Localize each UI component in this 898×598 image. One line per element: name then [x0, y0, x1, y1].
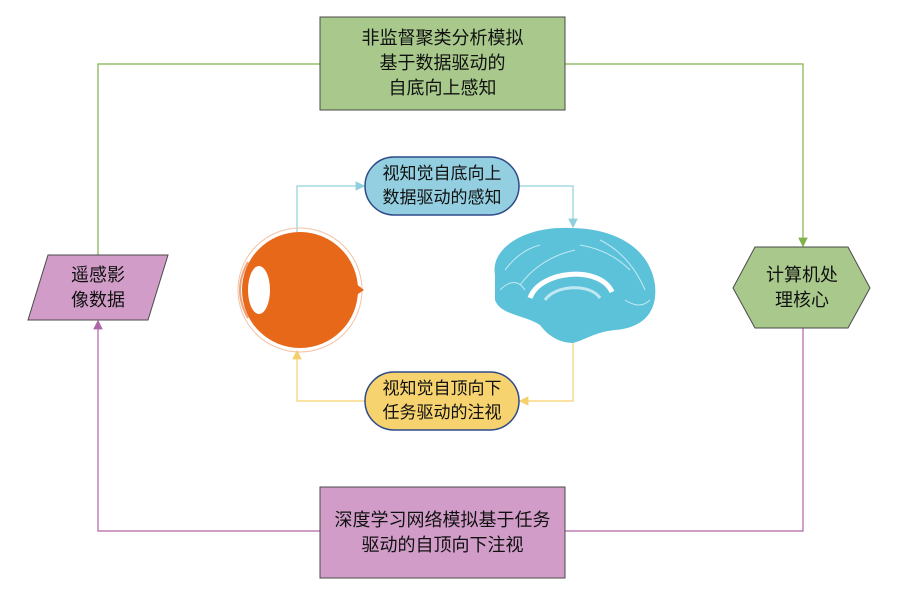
eye-icon [237, 227, 364, 353]
connector-top-right [565, 63, 808, 248]
bottom-box-label: 深度学习网络模拟基于任务 驱动的自顶向下注视 [334, 509, 551, 556]
computer-core-label: 计算机处 理核心 [766, 264, 838, 311]
top-pill-shape [364, 156, 520, 216]
connector-bottom-left [93, 319, 320, 532]
bottom-pill-shape [364, 371, 520, 431]
right-hexagon-shape [732, 246, 871, 329]
remote-sensing-data-label: 遥感影 像数据 [71, 264, 125, 311]
top-box-shape [319, 16, 566, 111]
bottom-box-shape [319, 486, 566, 579]
connector-top-brain [519, 185, 578, 229]
connector-eye-top [296, 181, 366, 232]
connector-brain-bottom [518, 343, 574, 406]
top-box-label: 非监督聚类分析模拟 基于数据驱动的 自底向上感知 [361, 28, 524, 99]
top-down-attention-label: 视知觉自顶向下 任务驱动的注视 [382, 379, 502, 423]
left-parallelogram-shape [27, 254, 169, 321]
connector-right-bottom [565, 328, 804, 532]
connector-top-left [97, 63, 320, 255]
brain-icon [494, 227, 656, 343]
connector-bottom-eye [292, 349, 365, 402]
bottom-up-perception-label: 视知觉自底向上 数据驱动的感知 [382, 164, 502, 208]
